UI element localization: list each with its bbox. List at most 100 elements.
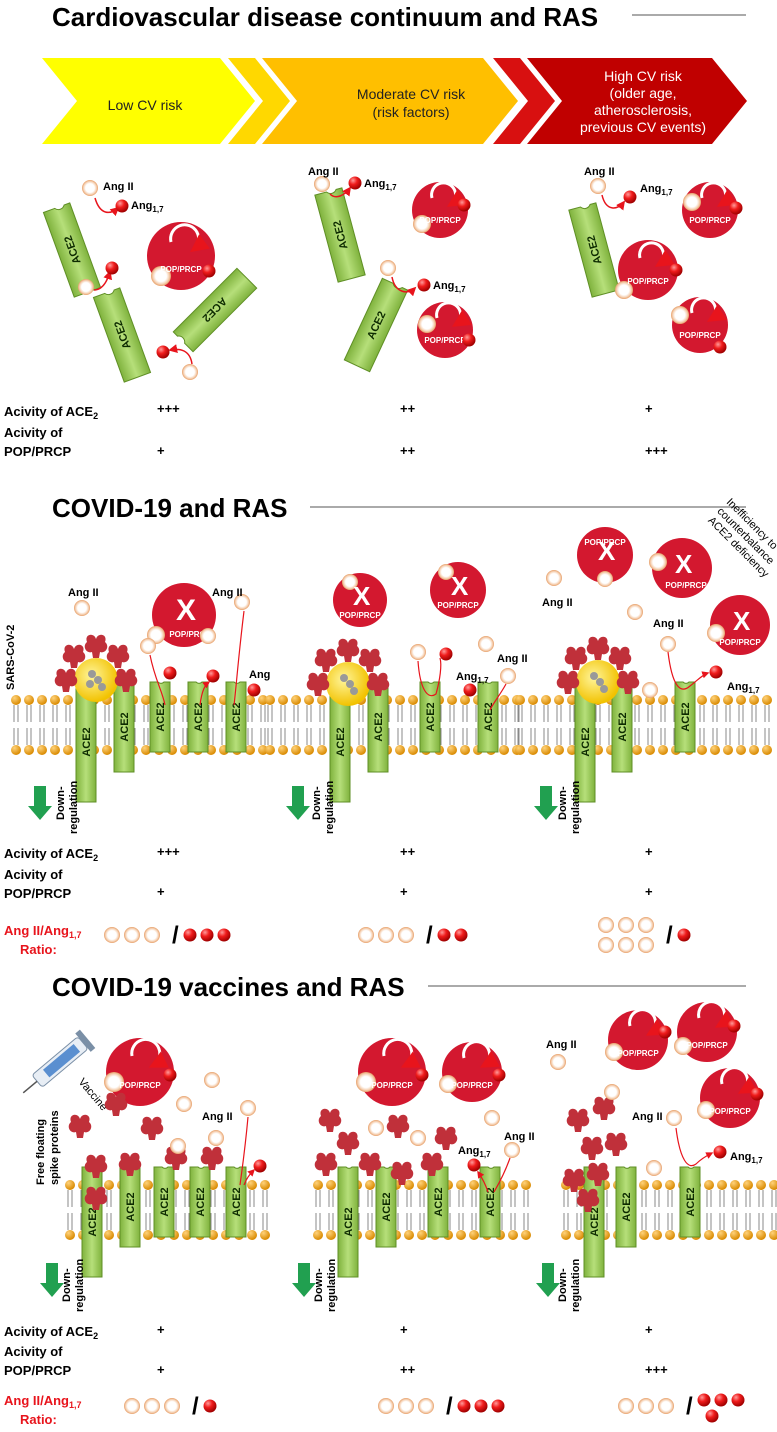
ace2-label: ACE2	[125, 1192, 137, 1221]
ratio-ang17	[731, 1393, 745, 1407]
ace2-label: ACE2	[483, 702, 495, 731]
svg-text:+: +	[157, 1362, 165, 1377]
svg-text:X: X	[598, 536, 616, 566]
ratio-ang17	[697, 1393, 711, 1407]
sars-cov-2-virus	[306, 638, 390, 706]
pop-prcp-enzyme	[577, 527, 633, 583]
ang2-label: Ang II	[308, 166, 339, 178]
svg-text:POP/PRCP: POP/PRCP	[719, 638, 761, 647]
svg-text:Ang1,7: Ang1,7	[458, 1145, 491, 1159]
vaccine-ratios: ///	[124, 1393, 745, 1423]
vaccine-activity-table: Acivity of ACE2 Acivity of POP/PRCP + + …	[4, 1322, 668, 1427]
down-regulation-arrow	[28, 786, 52, 820]
svg-text:regulation: regulation	[570, 1259, 582, 1312]
svg-text:Down-: Down-	[61, 1268, 73, 1302]
ratio-ang17	[183, 928, 197, 942]
ratio-slash: /	[686, 1393, 693, 1420]
down-regulation-arrow	[536, 1263, 560, 1297]
covid-activity-table: Acivity of ACE2 Acivity of POP/PRCP +++ …	[4, 844, 653, 957]
ace2-receptor: ACE2	[615, 1166, 637, 1248]
ace2-receptor: ACE2	[419, 681, 441, 753]
svg-text:+: +	[645, 844, 653, 859]
cv-moderate-risk-illustration: ACE2 ACE2 Ang II Ang1,7 Ang1,7 POP/PRCP …	[308, 166, 476, 373]
spike-label-2: spike proteins	[49, 1110, 61, 1185]
pop-prcp-enzyme	[608, 1010, 668, 1070]
ratio-ang2	[618, 1398, 634, 1414]
svg-text:POP/PRCP: POP/PRCP	[617, 1049, 659, 1058]
svg-text:Ang II: Ang II	[212, 587, 243, 599]
ace2-label: ACE2	[425, 702, 437, 731]
virus-label: SARS-CoV-2	[5, 625, 17, 690]
ace2-receptor: ACE2	[113, 681, 135, 773]
ratio-slash: /	[666, 922, 673, 949]
arrow-high-label-4: previous CV events)	[580, 119, 706, 135]
pop-prcp-label: POP/PRCP	[424, 336, 466, 345]
down-regulation-arrow	[286, 786, 310, 820]
ang2-label: Ang II	[584, 166, 615, 178]
ace2-label: ACE2	[119, 712, 131, 741]
ace2-label: ACE2	[193, 702, 205, 731]
row-label-pop-1: Acivity of	[4, 867, 63, 882]
pop-prcp-label: POP/PRCP	[419, 216, 461, 225]
arrow-moderate-chevron	[493, 58, 555, 144]
ratio-ang2	[164, 1398, 180, 1414]
ratio-ang17	[217, 928, 231, 942]
ratio-ang2	[398, 1398, 414, 1414]
ace2-label: ACE2	[155, 702, 167, 731]
sars-cov-2-virus	[54, 634, 138, 702]
ratio-ang17	[457, 1399, 471, 1413]
ace2-receptor: ACE2	[119, 1166, 141, 1248]
ace2-label: ACE2	[159, 1187, 171, 1216]
ratio-ang17	[200, 928, 214, 942]
downreg-label-1: Down-	[55, 786, 67, 820]
ang2-molecule	[182, 364, 198, 380]
arrow-moderate-risk	[262, 58, 518, 144]
covid-panel-1: SARS-CoV-2 X POP/PRCP Ang II Ang II Ang …	[5, 583, 270, 834]
svg-text:POP/PRCP: POP/PRCP	[709, 1107, 751, 1116]
arrow-high-risk	[527, 58, 747, 144]
cv-section-title: Cardiovascular disease continuum and RAS	[52, 2, 598, 32]
ace2-receptor: ACE2	[477, 681, 499, 753]
ace2-receptor: ACE2	[479, 1166, 501, 1238]
cv-risk-arrows: Low CV risk Moderate CV risk (risk facto…	[42, 58, 747, 144]
pop-prcp-enzyme	[442, 1042, 502, 1102]
ang2-molecule	[380, 260, 396, 276]
ace2-receptor: ACE2	[367, 681, 389, 773]
svg-text:Ang1,7: Ang1,7	[730, 1151, 763, 1165]
pop-prcp-label: POP/PRCP	[160, 265, 202, 274]
pop-prcp-enzyme	[152, 583, 216, 647]
downreg-label-2: regulation	[68, 781, 80, 834]
svg-text:Ang II: Ang II	[202, 1111, 233, 1123]
ang17-molecule	[105, 261, 119, 275]
ang17-molecule	[348, 176, 362, 190]
ang2-molecule	[78, 279, 94, 295]
ace2-receptor: ACE2	[427, 1166, 449, 1238]
svg-text:Ang1,7: Ang1,7	[727, 681, 760, 695]
row-label-pop-2: POP/PRCP	[4, 444, 72, 459]
svg-text:Ang II: Ang II	[632, 1111, 663, 1123]
ratio-ang2	[378, 927, 394, 943]
vaccine-panel-3: POP/PRCP POP/PRCP POP/PRCP Ang II Ang II…	[536, 1000, 764, 1312]
ratio-ang17	[705, 1409, 719, 1423]
svg-text:POP/PRCP: POP/PRCP	[584, 538, 626, 547]
ratio-slash: /	[446, 1393, 453, 1420]
svg-text:Ang: Ang	[249, 669, 270, 681]
ace2-receptor	[314, 187, 366, 283]
arrow-low-label: Low CV risk	[108, 97, 184, 113]
ace2-receptor	[42, 202, 102, 298]
svg-text:Ang1,7: Ang1,7	[456, 671, 489, 685]
ang17-label: Ang1,7	[640, 183, 673, 197]
ace2-label: ACE2	[381, 1192, 393, 1221]
ratio-ang2	[638, 937, 654, 953]
ratio-ang17	[474, 1399, 488, 1413]
ratio-ang2	[358, 927, 374, 943]
svg-text:Down-: Down-	[311, 786, 323, 820]
svg-text:Down-: Down-	[313, 1268, 325, 1302]
ace2-receptor: ACE2	[679, 1166, 701, 1238]
svg-text:X: X	[675, 549, 693, 579]
svg-text:POP/PRCP: POP/PRCP	[451, 1081, 493, 1090]
cv-activity-table: Acivity of ACE2 Acivity of POP/PRCP +++ …	[4, 401, 668, 459]
svg-text:+++: +++	[645, 1362, 668, 1377]
row-label-ace2: Acivity of ACE2	[4, 1324, 98, 1341]
